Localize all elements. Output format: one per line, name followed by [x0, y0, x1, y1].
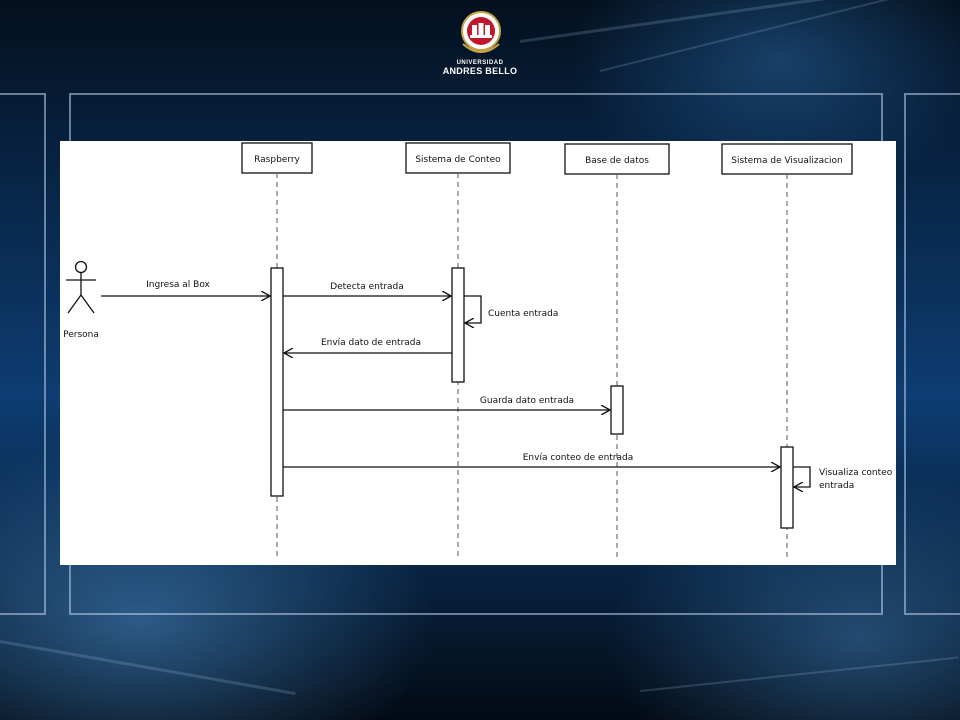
actor-label: Persona	[63, 330, 99, 340]
activation-bar	[780, 446, 794, 529]
lifeline-label: Raspberry	[254, 155, 300, 165]
message-label-line-2: entrada	[819, 481, 854, 491]
lifeline-base-de-datos: Base de datos	[564, 143, 670, 557]
stick-figure-icon	[66, 260, 96, 314]
message-detecta-entrada: Detecta entrada	[283, 282, 451, 296]
message-envia-conteo-de-entrada: Envía conteo de entrada	[283, 453, 780, 467]
left-decorative-frame	[0, 93, 46, 615]
message-cuenta-entrada: Cuenta entrada	[464, 295, 558, 323]
message-label: Envía dato de entrada	[321, 338, 421, 348]
lifeline-sistema-de-visualizacion: Sistema de Visualizacion	[721, 143, 853, 557]
activation-bar	[270, 267, 284, 497]
activation-bar	[451, 267, 465, 383]
light-streak	[599, 0, 950, 72]
lifeline-label: Sistema de Conteo	[415, 155, 501, 165]
self-message-arrow	[793, 466, 811, 487]
university-crest-icon	[461, 11, 501, 53]
message-label: Envía conteo de entrada	[523, 453, 634, 463]
message-label: Detecta entrada	[330, 282, 404, 292]
university-label: UNIVERSIDAD	[456, 60, 504, 66]
light-streak	[639, 656, 959, 692]
message-ingresa-al-box: Ingresa al Box	[101, 280, 270, 296]
message-label: Ingresa al Box	[146, 280, 210, 290]
activation-bar	[610, 385, 624, 435]
lifeline-label: Sistema de Visualizacion	[731, 156, 843, 166]
university-name: ANDRES BELLO	[442, 66, 518, 76]
message-guarda-dato-entrada: Guarda dato entrada	[283, 396, 610, 410]
message-envia-dato-de-entrada: Envía dato de entrada	[284, 338, 452, 353]
right-decorative-frame	[904, 93, 960, 615]
message-label: Visualiza conteo	[819, 468, 893, 478]
light-streak	[0, 640, 296, 696]
lifeline-label: Base de datos	[585, 156, 649, 166]
message-label: Guarda dato entrada	[480, 396, 574, 406]
message-visualiza-conteo-entrada: Visualiza conteo entrada	[793, 466, 893, 491]
actor-persona: Persona	[63, 260, 99, 340]
lifeline-sistema-de-conteo: Sistema de Conteo	[405, 142, 511, 557]
self-message-arrow	[464, 295, 482, 323]
lifeline-head	[721, 143, 853, 175]
lifeline-head	[405, 142, 511, 174]
sequence-diagram: Persona Raspberry Sistema de Conteo Base…	[60, 141, 896, 565]
message-label: Cuenta entrada	[488, 309, 558, 319]
lifeline-raspberry: Raspberry	[241, 142, 313, 557]
